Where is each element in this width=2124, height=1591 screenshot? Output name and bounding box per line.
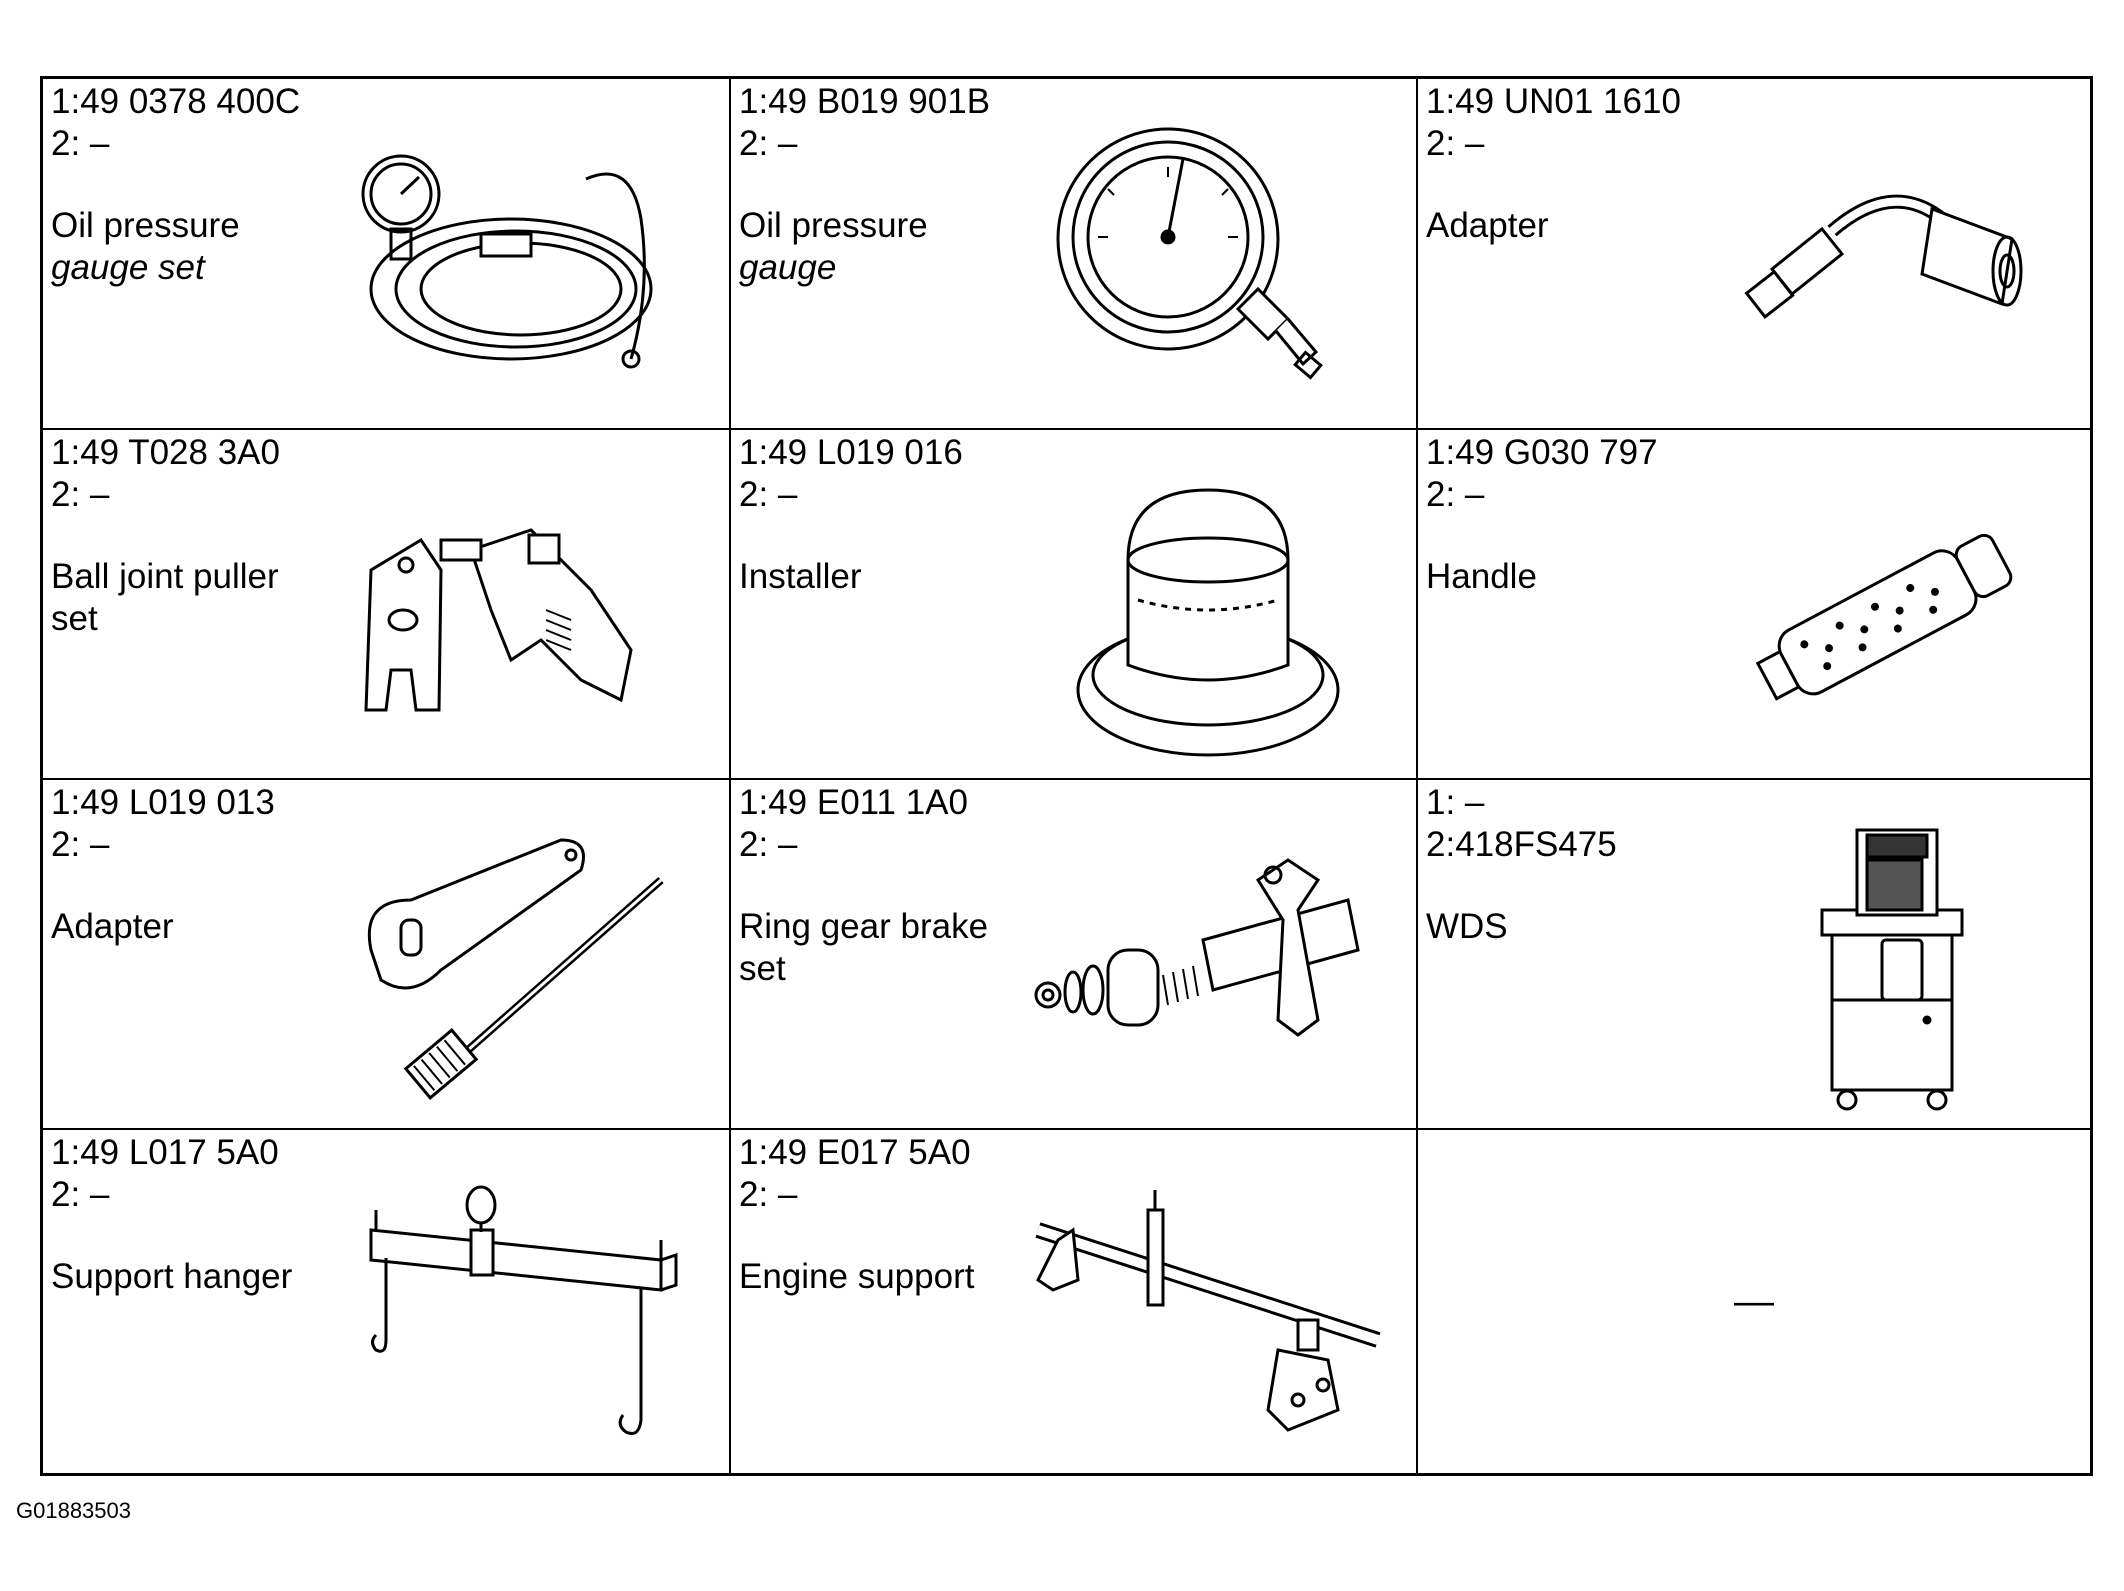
part-number-2: 2: – (739, 1175, 798, 1214)
tool-cell: 1:49 T028 3A0 2: – Ball joint puller set (43, 430, 731, 780)
part-number-1: 1:49 B019 901B (739, 82, 991, 121)
tool-cell: 1:49 B019 901B 2: – Oil pressure gauge (731, 79, 1418, 430)
part-number-1: 1:49 E011 1A0 (739, 783, 968, 822)
wds-cart-icon (1692, 820, 2072, 1120)
part-number-1: 1:49 L019 016 (739, 433, 963, 472)
part-number-2: 2: – (51, 475, 110, 514)
part-number-2: 2: – (739, 825, 798, 864)
part-number-2: 2: – (51, 1175, 110, 1214)
part-number-2: 2: – (51, 825, 110, 864)
tool-name: Ball joint puller set (51, 557, 279, 638)
oil-pressure-gauge-set-icon (331, 119, 711, 419)
pipe-adapter-icon (1692, 119, 2072, 419)
part-number-1: 1:49 T028 3A0 (51, 433, 280, 472)
engine-support-icon (1018, 1170, 1398, 1470)
part-number-1: 1:49 G030 797 (1426, 433, 1658, 472)
oil-pressure-gauge-icon (1018, 119, 1398, 419)
wrench-adapter-icon (331, 820, 711, 1120)
tool-cell: 1:49 L019 013 2: – Adapter (43, 780, 731, 1130)
tool-name: Engine support (739, 1257, 975, 1296)
part-number-1: 1:49 UN01 1610 (1426, 82, 1681, 121)
tool-cell: 1:49 E017 5A0 2: – Engine support (731, 1130, 1418, 1473)
handle-icon (1692, 470, 2072, 770)
part-number-1: 1: – (1426, 783, 1485, 822)
special-tools-table: 1:49 0378 400C 2: – Oil pressure gauge s… (40, 76, 2093, 1476)
empty-cell-dash: — (1734, 1279, 1774, 1323)
tool-cell: 1:49 L019 016 2: – Installer (731, 430, 1418, 780)
tool-name: Oil pressure gauge (739, 206, 928, 287)
tool-cell: 1:49 L017 5A0 2: – Support hanger (43, 1130, 731, 1473)
tool-name: Support hanger (51, 1257, 293, 1296)
part-number-1: 1:49 L017 5A0 (51, 1133, 279, 1172)
tool-cell-empty: — (1418, 1130, 2090, 1473)
tool-name: Handle (1426, 557, 1537, 596)
figure-id: G01883503 (16, 1498, 131, 1523)
part-number-2: 2: – (739, 475, 798, 514)
tool-cell: 1:49 0378 400C 2: – Oil pressure gauge s… (43, 79, 731, 430)
part-number-2: 2: – (739, 124, 798, 163)
tool-cell: 1:49 UN01 1610 2: – Adapter (1418, 79, 2090, 430)
tool-cell: 1: – 2:418FS475 WDS (1418, 780, 2090, 1130)
tool-name: WDS (1426, 907, 1508, 946)
part-number-1: 1:49 L019 013 (51, 783, 275, 822)
part-number-2: 2: – (1426, 124, 1485, 163)
installer-icon (1018, 470, 1398, 770)
tool-name: Installer (739, 557, 862, 596)
support-hanger-icon (331, 1170, 711, 1470)
ball-joint-puller-icon (331, 470, 711, 770)
part-number-1: 1:49 0378 400C (51, 82, 301, 121)
tool-cell: 1:49 G030 797 2: – Handle (1418, 430, 2090, 780)
tool-name: Adapter (1426, 206, 1549, 245)
part-number-2: 2:418FS475 (1426, 825, 1617, 864)
tool-name: Oil pressure gauge set (51, 206, 240, 287)
tool-name: Ring gear brake set (739, 907, 989, 988)
part-number-1: 1:49 E017 5A0 (739, 1133, 971, 1172)
tool-cell: 1:49 E011 1A0 2: – Ring gear brake set (731, 780, 1418, 1130)
part-number-2: 2: – (1426, 475, 1485, 514)
tool-name: Adapter (51, 907, 174, 946)
part-number-2: 2: – (51, 124, 110, 163)
ring-gear-brake-icon (1018, 820, 1398, 1120)
